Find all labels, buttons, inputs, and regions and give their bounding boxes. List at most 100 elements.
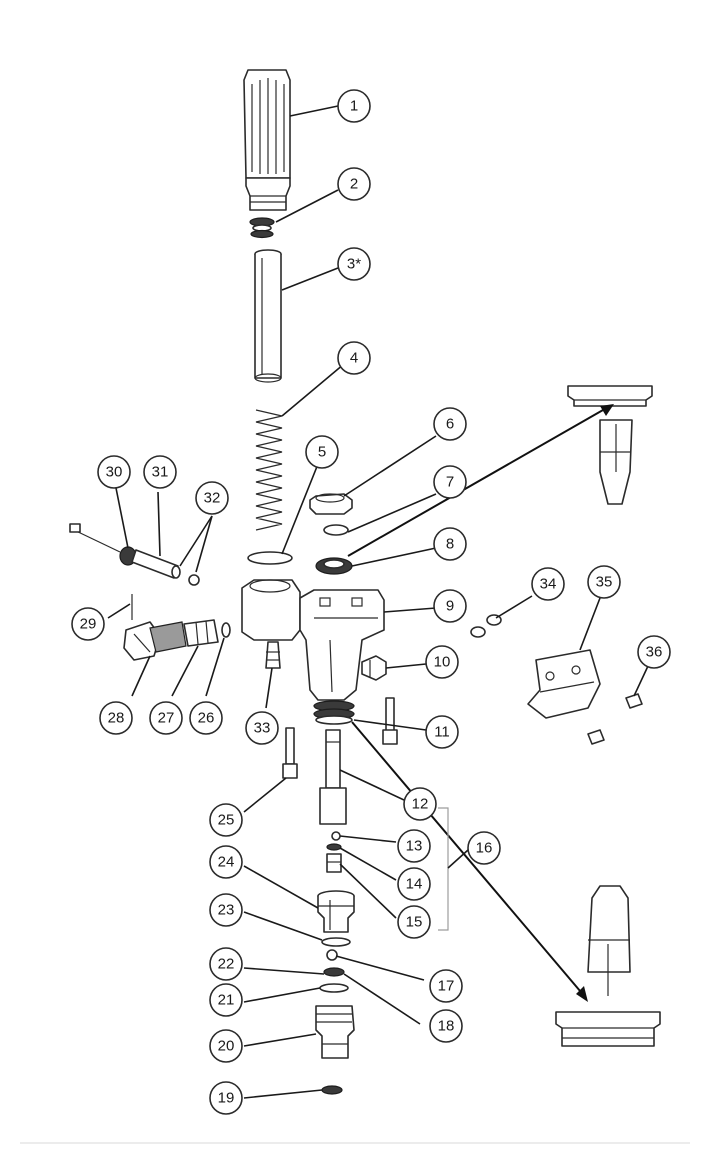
callout-circle [587,565,621,599]
callout-15: 15 [397,905,431,939]
callout-28: 28 [99,701,133,735]
callout-label: 24 [218,854,235,871]
callout-circle [531,567,565,601]
callout-label: 31 [152,464,169,481]
part-8-seal [315,557,353,575]
part-13-ball [331,831,341,841]
callout-13: 13 [397,829,431,863]
arrow-to-bottom-inset [351,721,588,1002]
callout-label: 15 [406,914,423,931]
group-16-bracket [438,807,449,931]
callout-24: 24 [209,845,243,879]
callout-12: 12 [403,787,437,821]
part-10-fitting [361,655,387,681]
part-15-valve [326,853,342,873]
callout-label: 10 [434,654,451,671]
part-26-o-ring [221,622,231,638]
callout-circle [425,715,459,749]
callout-label: 16 [476,840,493,857]
callout-6: 6 [433,407,467,441]
part-11-bolt [382,697,398,745]
part-33-screws [470,614,502,638]
callout-label: 36 [646,644,663,661]
callout-7: 7 [433,465,467,499]
callout-25: 25 [209,803,243,837]
callout-circle [467,831,501,865]
part-5-o-ring [247,551,293,565]
part-14-spring [326,843,342,851]
callout-2: 2 [337,167,371,201]
callout-27: 27 [149,701,183,735]
callout-label: 18 [438,1018,455,1035]
callout-circle [433,589,467,623]
callout-11: 11 [425,715,459,749]
callout-18: 18 [429,1009,463,1043]
callout-label: 11 [434,724,450,741]
callout-circle [397,829,431,863]
inset-detail-top [567,385,653,505]
part-20-inlet-body [315,1005,355,1059]
callout-label: 22 [218,956,235,973]
callout-circle [245,711,279,745]
callout-circle [149,701,183,735]
part-30-cable-sensor [69,523,137,566]
callout-circle [189,701,223,735]
callout-label: 20 [218,1038,235,1055]
part-27-cartridge [183,619,219,647]
inset-detail-bottom [555,885,661,1047]
callout-22: 22 [209,947,243,981]
callout-35: 35 [587,565,621,599]
callout-label: 1 [350,98,358,115]
callout-9: 9 [433,589,467,623]
callout-14: 14 [397,867,431,901]
callout-circle [337,341,371,375]
callout-label: 2 [350,176,358,193]
callout-circle [305,435,339,469]
callout-label: 17 [438,978,455,995]
callout-16: 16 [467,831,501,865]
callout-label: 34 [540,576,557,593]
part-36-washer [188,574,200,586]
callout-label: 33 [254,720,271,737]
callout-label: 27 [158,710,175,727]
callout-circle [397,867,431,901]
callout-circle [425,645,459,679]
callout-bubbles: 123*456789101112131415161718192021222324… [71,89,671,1115]
callout-circle [337,247,371,281]
callout-30: 30 [97,455,131,489]
callout-label: 6 [446,416,454,433]
callout-circle [195,481,229,515]
callout-label: 35 [596,574,613,591]
part-23-o-ring [321,937,351,947]
callout-32: 32 [195,481,229,515]
callout-label: 7 [446,474,454,491]
part-19-clip [321,1085,343,1095]
part-6-nut [309,493,353,515]
callout-circle [403,787,437,821]
part-2-small-spring [249,217,275,239]
part-17-ball [326,949,338,961]
part-7-ring [323,524,349,536]
part-24-housing [317,890,355,933]
part-32-fitting [265,641,281,669]
callout-26: 26 [189,701,223,735]
part-25-bolt [282,727,298,779]
callout-8: 8 [433,527,467,561]
callout-label: 19 [218,1090,235,1107]
callout-34: 34 [531,567,565,601]
callout-label: 29 [80,616,97,633]
callout-circle [433,527,467,561]
callout-circle [71,607,105,641]
callout-10: 10 [425,645,459,679]
callout-label: 30 [106,464,123,481]
callout-label: 25 [218,812,235,829]
callout-label: 3* [347,256,361,273]
callout-label: 8 [446,536,454,553]
part-18-spring [323,967,345,977]
callout-circle [429,969,463,1003]
callout-19: 19 [209,1081,243,1115]
part-4-main-spring [255,409,283,531]
part-9-pump-body [241,579,385,701]
part-35-screws [587,693,643,745]
